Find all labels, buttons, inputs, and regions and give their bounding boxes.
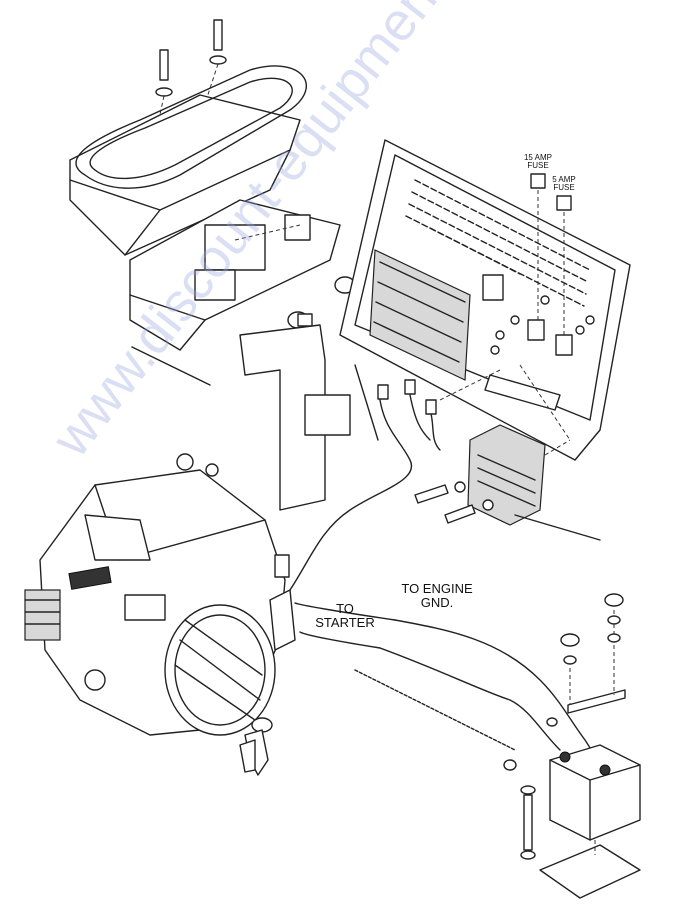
wing-nut-right (604, 593, 624, 643)
top-bracket-assembly (69, 19, 356, 511)
control-panel (339, 139, 631, 461)
battery-assembly (294, 593, 641, 899)
loop-handle (75, 65, 307, 189)
wire-harness (289, 364, 441, 591)
vent-slots (405, 179, 591, 307)
choke-knob (287, 311, 313, 329)
label-starter-text: TO STARTER (315, 601, 375, 630)
battery-plate (539, 844, 641, 899)
wing-nut-left (560, 633, 580, 665)
label-to-starter: TO STARTER (305, 602, 385, 629)
label-5-amp-fuse-text: 5 AMP FUSE (552, 175, 576, 193)
label-15-amp-fuse: 15 AMP FUSE (518, 153, 558, 171)
tie-rod-right (514, 514, 601, 541)
panel-grille (369, 249, 471, 381)
label-5-amp-fuse: 5 AMP FUSE (546, 175, 582, 193)
fuse-5-amp (555, 195, 573, 356)
mount-bolt-left (149, 49, 173, 161)
tie-rod-center (354, 364, 379, 441)
battery (549, 744, 641, 841)
ignition-key (239, 717, 273, 776)
label-to-engine-ground: TO ENGINE GND. (394, 582, 480, 609)
tie-rod-left (131, 346, 211, 386)
fuse-15-amp (527, 173, 546, 341)
voltage-regulator (414, 424, 601, 541)
cylinder-fins (24, 589, 61, 641)
positive-cable (379, 647, 561, 751)
split-loom (354, 669, 516, 751)
mount-bolt-right (197, 19, 227, 126)
support-post (239, 324, 326, 511)
engine (24, 453, 296, 776)
label-15-amp-fuse-text: 15 AMP FUSE (523, 153, 552, 171)
label-engine-ground-text: TO ENGINE GND. (401, 581, 473, 610)
